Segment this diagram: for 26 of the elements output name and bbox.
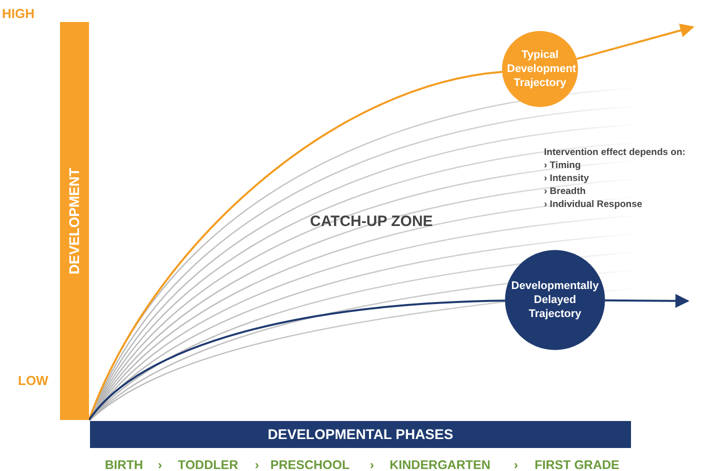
note-text: › Intensity	[544, 173, 589, 184]
note-text: › Individual Response	[544, 199, 642, 210]
node-label: Developmentally Delayed Trajectory	[510, 278, 600, 322]
separator: ›	[254, 458, 260, 471]
note-text: › Timing	[544, 160, 581, 171]
phase-label: KINDERGARTEN	[390, 458, 490, 471]
phase-label: BIRTH	[104, 458, 144, 471]
zone-label: CATCH-UP ZONE	[310, 213, 433, 230]
axis-label: HIGH	[2, 6, 34, 21]
trajectory-curve	[88, 70, 502, 420]
axis-label: LOW	[18, 373, 48, 388]
phase-label: TODDLER	[178, 458, 238, 471]
phase-label: FIRST GRADE	[534, 458, 620, 471]
separator: ›	[158, 458, 162, 471]
axis-bar	[60, 22, 89, 420]
note-text: Intervention effect depends on:	[544, 147, 686, 158]
separator: ›	[370, 458, 374, 471]
separator: ›	[514, 458, 518, 471]
trajectory-arrow	[576, 24, 694, 60]
trajectory-curve	[88, 300, 506, 421]
phase-label: PRESCHOOL	[270, 458, 350, 471]
axis-bar	[90, 421, 631, 448]
node-label: DEVELOPMENT	[65, 168, 84, 274]
trajectory-arrow	[605, 294, 690, 308]
node-label: DEVELOPMENTAL PHASES	[266, 425, 454, 444]
note-text: › Breadth	[544, 186, 586, 197]
